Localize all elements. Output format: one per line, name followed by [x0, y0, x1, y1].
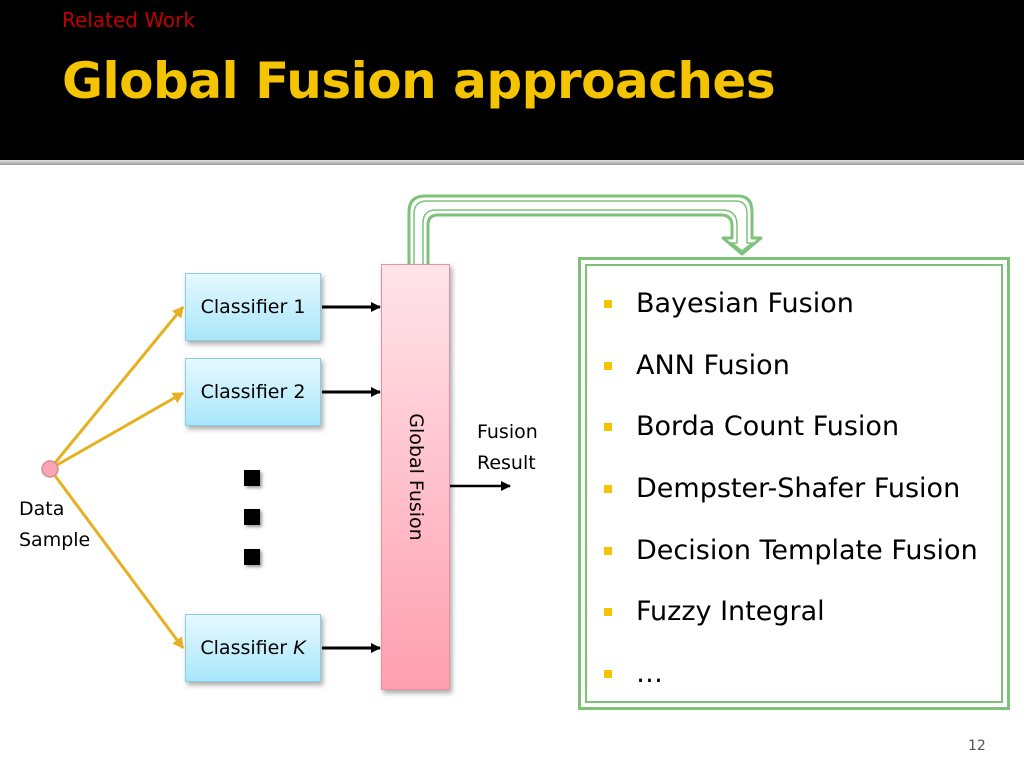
classifier-1-box: Classifier 1 — [185, 273, 321, 341]
classifier-2-box: Classifier 2 — [185, 358, 321, 426]
bullet-square-icon — [604, 670, 612, 679]
method-item: ANN Fusion — [598, 344, 978, 406]
ellipsis-dot-3 — [244, 549, 260, 565]
global-fusion-label: Global Fusion — [404, 413, 427, 541]
slide-title: Global Fusion approaches — [62, 52, 776, 110]
method-item: … — [598, 652, 978, 714]
bullet-square-icon — [604, 361, 612, 370]
classifier-1-prefix: Classifier — [200, 296, 288, 318]
slide-header: Related Work Global Fusion approaches — [0, 0, 1024, 160]
fusion-result-label: Fusion Result — [477, 417, 538, 479]
page-number: 12 — [968, 738, 986, 754]
classifier-2-suffix: 2 — [293, 381, 306, 403]
classifier-1-suffix: 1 — [293, 296, 306, 318]
method-item-label: Borda Count Fusion — [636, 411, 900, 443]
header-divider — [0, 160, 1024, 165]
classifier-2-prefix: Classifier — [200, 381, 288, 403]
method-item-label: ANN Fusion — [636, 349, 790, 381]
bullet-square-icon — [604, 608, 612, 617]
bullet-square-icon — [604, 546, 612, 555]
method-item-label: Dempster-Shafer Fusion — [636, 473, 961, 505]
classifier-k-prefix: Classifier — [200, 637, 288, 659]
method-item: Decision Template Fusion — [598, 529, 978, 591]
method-item: Dempster-Shafer Fusion — [598, 467, 978, 529]
fusion-result-line-2: Result — [477, 452, 536, 474]
data-sample-line-1: Data — [19, 498, 65, 520]
fusion-methods-box — [578, 257, 1010, 710]
curved-arrow-inner-outline — [413, 200, 755, 264]
classifier-k-suffix: K — [293, 637, 306, 659]
global-fusion-block: Global Fusion — [381, 264, 450, 690]
curved-arrow-to-methods — [407, 194, 763, 264]
method-item: Bayesian Fusion — [598, 282, 978, 344]
data-sample-label: Data Sample — [19, 494, 90, 556]
bullet-square-icon — [604, 485, 612, 494]
section-label: Related Work — [62, 8, 195, 32]
fusion-result-line-1: Fusion — [477, 421, 538, 443]
ellipsis-dot-2 — [244, 509, 260, 525]
fusion-methods-list: Bayesian Fusion ANN Fusion Borda Count F… — [598, 282, 978, 714]
method-item-label: Bayesian Fusion — [636, 288, 854, 319]
ellipsis-dot-1 — [244, 470, 260, 486]
bullet-square-icon — [604, 300, 612, 308]
fusion-methods-box-inner-border — [585, 264, 1003, 703]
connector-sample-to-classifier-k — [48, 468, 185, 649]
method-item-label: Decision Template Fusion — [636, 534, 978, 566]
data-sample-node — [41, 460, 59, 478]
classifier-k-box: Classifier K — [185, 614, 321, 682]
method-item: Borda Count Fusion — [598, 405, 978, 467]
method-item-label: … — [636, 658, 663, 690]
method-item: Fuzzy Integral — [598, 590, 978, 652]
bullet-square-icon — [604, 423, 612, 432]
method-item-label: Fuzzy Integral — [636, 596, 825, 628]
connector-sample-to-classifier-2 — [49, 391, 184, 471]
connector-sample-to-classifier-1 — [48, 306, 185, 470]
data-sample-line-2: Sample — [19, 529, 91, 551]
